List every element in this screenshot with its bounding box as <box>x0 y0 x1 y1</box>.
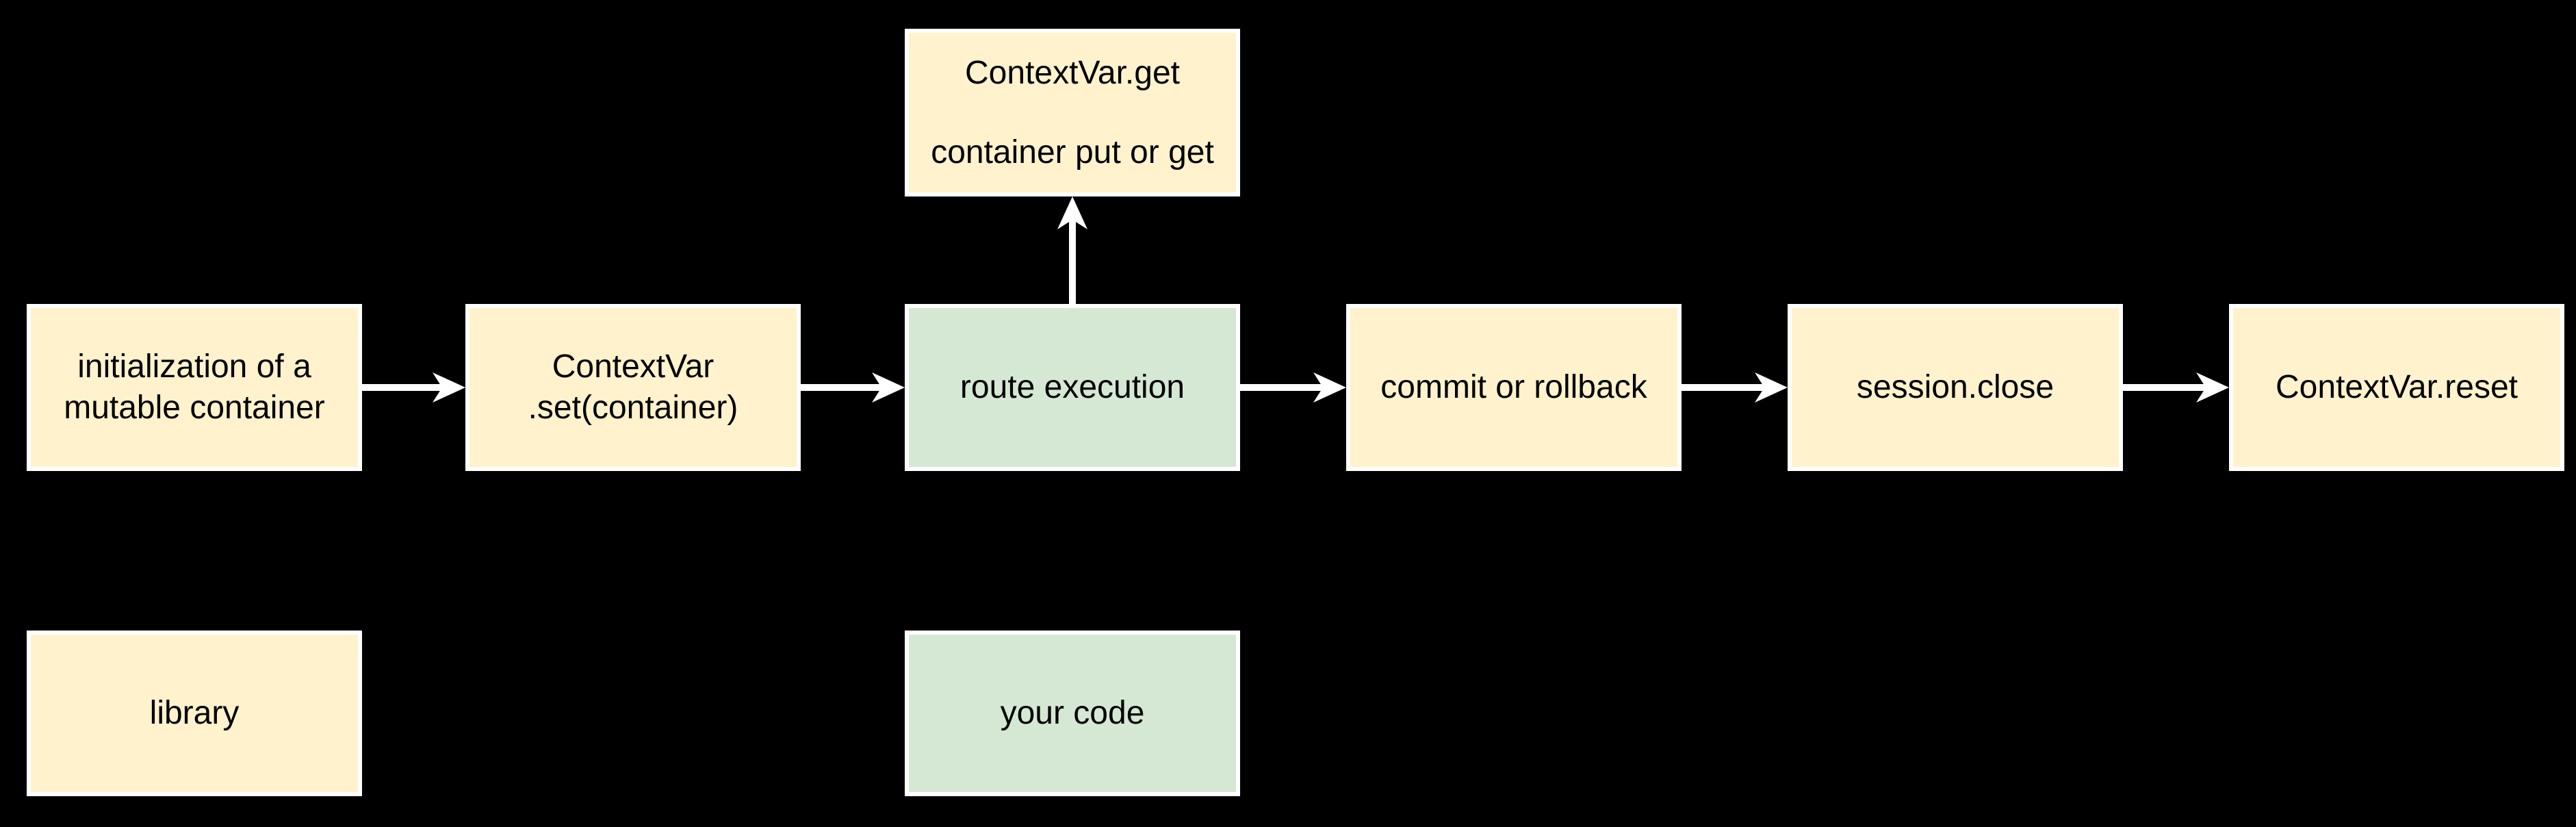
arrow-route-to-get <box>1057 196 1087 304</box>
arrow-init-to-set <box>362 372 465 403</box>
arrow-set-to-route <box>801 372 905 403</box>
node-commit-or-rollback: commit or rollback <box>1346 304 1682 471</box>
node-label-line: ContextVar.get <box>965 54 1180 91</box>
node-label-line: container put or get <box>931 133 1214 170</box>
node-label-line: commit or rollback <box>1380 369 1647 405</box>
node-label-line: session.close <box>1856 369 2055 405</box>
node-session-close: session.close <box>1788 304 2123 471</box>
node-contextvar-get: ContextVar.get container put or get <box>905 29 1240 196</box>
legend-label-line: library <box>149 695 240 731</box>
node-label-line: .set(container) <box>528 390 738 426</box>
node-init-mutable-container: initialization of a mutable container <box>27 304 362 471</box>
node-contextvar-reset: ContextVar.reset <box>2229 304 2564 471</box>
node-label-line: ContextVar <box>552 348 714 385</box>
arrow-commit-to-close <box>1682 372 1788 403</box>
node-label-line: mutable container <box>64 390 325 426</box>
node-label-line: route execution <box>959 369 1185 405</box>
legend-label-line: your code <box>1000 695 1145 731</box>
node-contextvar-set: ContextVar .set(container) <box>465 304 801 471</box>
arrow-close-to-reset <box>2123 372 2229 403</box>
node-route-execution: route execution <box>905 304 1240 471</box>
arrow-route-to-commit <box>1240 372 1346 403</box>
node-label-line: initialization of a <box>77 348 311 385</box>
legend-library: library <box>27 631 362 796</box>
legend-your-code: your code <box>905 631 1240 796</box>
node-label-line: ContextVar.reset <box>2276 369 2518 405</box>
